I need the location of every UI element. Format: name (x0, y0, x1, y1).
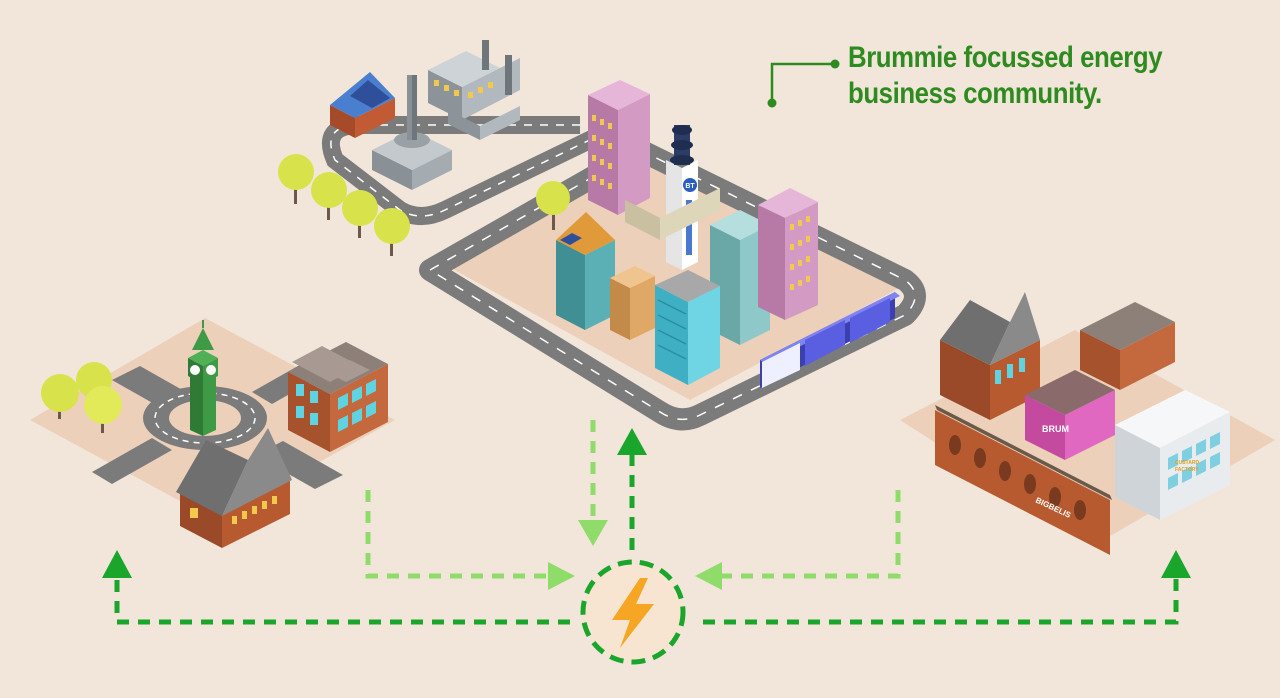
brick-office-left (288, 342, 388, 452)
industrial-area (278, 40, 604, 256)
tram (760, 292, 900, 388)
lightning-bolt-icon (612, 578, 654, 648)
house-left (176, 428, 292, 548)
right-district: BRUM CUSTARD FACTORY BIGBELIS (900, 292, 1275, 555)
trees-industrial (278, 154, 410, 256)
arrow-head-icon (102, 550, 132, 578)
svg-text:BRUM: BRUM (1042, 424, 1069, 434)
energy-flows (102, 420, 1191, 625)
arrow-head-icon (695, 562, 722, 590)
svg-text:FACTORY: FACTORY (1175, 467, 1199, 473)
clock-tower (188, 320, 218, 436)
energy-hub (580, 559, 686, 665)
left-district (30, 318, 395, 548)
callout-leader (767, 59, 840, 108)
arrow-head-icon (617, 428, 647, 455)
svg-text:CUSTARD: CUSTARD (1175, 460, 1199, 466)
callout-line-2: business community. (848, 77, 1102, 110)
arrow-head-icon (1161, 550, 1191, 578)
arrow-head-icon (578, 520, 608, 546)
arrow-head-icon (548, 562, 575, 590)
trees-left (41, 362, 122, 433)
svg-text:BT: BT (685, 183, 695, 190)
callout-line-1: Brummie focussed energy (848, 41, 1163, 74)
city-centre: BT (419, 80, 926, 431)
callout-text: Brummie focussed energy business communi… (848, 40, 1163, 112)
